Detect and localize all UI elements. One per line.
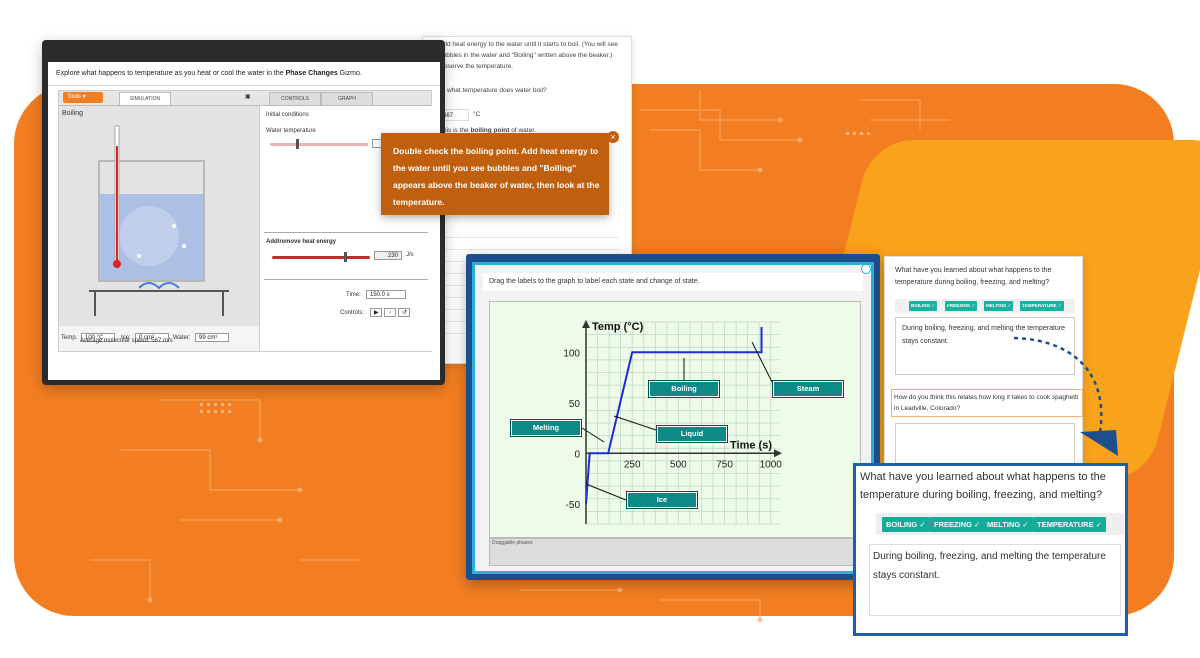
- tab-bar: Tools ▾ SIMULATION CONTROLS GRAPH ▣: [59, 91, 431, 106]
- camera-icon[interactable]: ▣: [245, 94, 251, 100]
- label-steam[interactable]: Steam: [772, 380, 844, 398]
- y-axis-label: Temp (°C): [592, 321, 644, 333]
- ice-label: Ice:: [121, 335, 131, 341]
- gizmo-title: Explore what happens to temperature as y…: [48, 62, 440, 86]
- zoom-chip-boiling[interactable]: BOILING ✓: [882, 517, 930, 532]
- zoom-chip-melting[interactable]: MELTING ✓: [983, 517, 1033, 532]
- zoom-answer[interactable]: During boiling, freezing, and melting th…: [869, 544, 1121, 616]
- boiling-point-note: This is the boiling point of water.: [439, 127, 536, 134]
- pause-button[interactable]: ⏸: [384, 308, 396, 317]
- play-button[interactable]: ▶: [370, 308, 382, 317]
- x-tick-label: 750: [716, 459, 733, 470]
- x-tick-label: 500: [670, 459, 687, 470]
- answer-unit: °C: [473, 111, 481, 118]
- y-tick-label: -50: [566, 500, 581, 511]
- water-temperature-slider[interactable]: [270, 143, 368, 146]
- x-axis-label: Time (s): [730, 439, 772, 451]
- y-tick-label: 100: [563, 348, 580, 359]
- zoom-chip-freezing[interactable]: FREEZING ✓: [930, 517, 985, 532]
- water-label: Water:: [173, 335, 191, 341]
- draggable-phases-label: Draggable phases: [492, 540, 533, 546]
- time-label: Time:: [346, 292, 361, 298]
- tools-button[interactable]: Tools ▾: [63, 92, 103, 103]
- y-tick-label: 0: [574, 449, 580, 460]
- gizmo-window: Explore what happens to temperature as y…: [42, 40, 445, 385]
- heat-energy-input[interactable]: 230: [374, 251, 402, 260]
- tab-simulation[interactable]: SIMULATION: [119, 92, 171, 105]
- zoom-question: What have you learned about what happens…: [860, 471, 1106, 501]
- hint-tooltip: Double check the boiling point. Add heat…: [381, 133, 609, 215]
- keyword-chip-row: BOILING ✓ FREEZING ✓ MELTING ✓ TEMPERATU…: [895, 299, 1075, 313]
- label-liquid[interactable]: Liquid: [656, 425, 728, 443]
- ice-readout: 0 cm³: [135, 333, 169, 342]
- x-tick-label: 250: [624, 459, 641, 470]
- heat-energy-label: Add/remove heat energy: [266, 239, 337, 245]
- label-ice[interactable]: Ice: [626, 491, 698, 509]
- time-readout: 150.0 s: [366, 290, 406, 299]
- chip-freezing[interactable]: FREEZING ✓: [945, 301, 978, 311]
- water-readout: 99 cm³: [195, 333, 229, 342]
- x-axis-arrow: [774, 449, 782, 458]
- controls-label: Controls:: [340, 310, 365, 316]
- chip-melting[interactable]: MELTING ✓: [984, 301, 1014, 311]
- x-tick-label: 1000: [760, 459, 783, 470]
- label-boiling[interactable]: Boiling: [648, 380, 720, 398]
- zoom-card: What have you learned about what happens…: [853, 463, 1128, 636]
- zoom-chip-row: BOILING ✓ FREEZING ✓ MELTING ✓ TEMPERATU…: [876, 513, 1124, 535]
- avg-molecular-speed: Average molecular speed: 567 m/s: [80, 338, 173, 344]
- heat-energy-knob[interactable]: [344, 252, 347, 262]
- beaker-scene: Boiling: [59, 106, 259, 326]
- reflection-question-2: How do you think this relates how long i…: [891, 389, 1083, 417]
- water-temperature-label: Water temperature: [266, 128, 316, 134]
- tab-graph[interactable]: GRAPH: [321, 92, 373, 105]
- hint-tooltip-text: Double check the boiling point. Add heat…: [393, 146, 600, 207]
- heating-curve-chart: -50 0 50 100 250 500 750 1000 Temp (°C) Time (s): [563, 320, 783, 525]
- water-temperature-knob[interactable]: [296, 139, 299, 149]
- tab-controls[interactable]: CONTROLS: [269, 92, 321, 105]
- graph-prompt: Drag the labels to the graph to label ea…: [483, 273, 863, 291]
- beaker-illustration: [89, 125, 229, 316]
- reflection-answer-1[interactable]: During boiling, freezing, and melting th…: [895, 317, 1075, 375]
- worksheet-question: At what temperature does water boil?: [439, 87, 547, 94]
- label-melting[interactable]: Melting: [510, 419, 582, 437]
- user-icon[interactable]: [861, 264, 871, 274]
- chip-temperature[interactable]: TEMPERATURE ✓: [1020, 301, 1064, 311]
- reset-button[interactable]: ↺: [398, 308, 410, 317]
- draggable-phases-bar[interactable]: Draggable phases: [489, 538, 859, 566]
- temp-label: Temp.: [61, 335, 78, 341]
- worksheet-instructions: Add heat energy to the water until it st…: [439, 41, 618, 70]
- simulation-area: Tools ▾ SIMULATION CONTROLS GRAPH ▣ Boil…: [58, 90, 432, 352]
- reflection-question-1: What have you learned about what happens…: [895, 267, 1052, 286]
- zoom-chip-temperature[interactable]: TEMPERATURE ✓: [1033, 517, 1106, 532]
- chip-boiling[interactable]: BOILING ✓: [909, 301, 938, 311]
- y-tick-label: 50: [569, 399, 581, 410]
- heat-energy-slider[interactable]: [272, 256, 370, 259]
- temp-readout: 100 °C: [81, 333, 115, 342]
- y-axis-arrow: [582, 320, 590, 328]
- heating-curve-line: [585, 327, 763, 504]
- close-icon[interactable]: ×: [607, 131, 619, 143]
- heat-energy-unit: J/s: [406, 252, 414, 258]
- state-label: Boiling: [62, 110, 84, 117]
- initial-conditions-heading: Initial conditions: [266, 112, 309, 118]
